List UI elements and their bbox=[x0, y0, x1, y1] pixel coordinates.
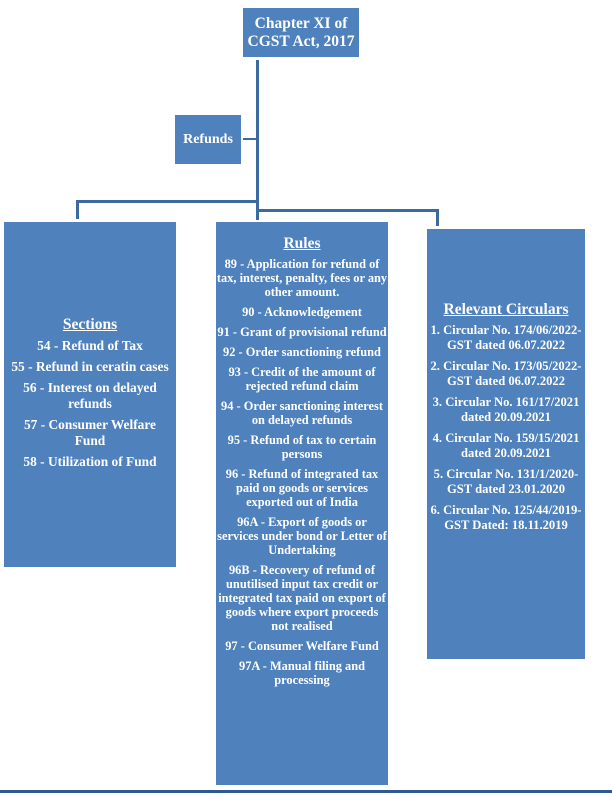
circulars-heading: Relevant Circulars bbox=[443, 300, 569, 318]
connector-trunk bbox=[256, 60, 259, 220]
circular-item: 3. Circular No. 161/17/2021 dated 20.09.… bbox=[432, 394, 580, 424]
connector-right-drop bbox=[436, 209, 439, 226]
circular-item: 1. Circular No. 174/06/2022-GST dated 06… bbox=[430, 322, 582, 352]
connector-refunds bbox=[243, 138, 257, 140]
rule-item: 91 - Grant of provisional refund bbox=[217, 325, 387, 339]
rule-item: 97 - Consumer Welfare Fund bbox=[225, 639, 379, 653]
rule-item: 90 - Acknowledgement bbox=[242, 305, 362, 319]
refunds-node: Refunds bbox=[175, 115, 241, 164]
refunds-title: Refunds bbox=[183, 131, 233, 147]
rule-item: 96A - Export of goods or services under … bbox=[217, 515, 387, 557]
section-item: 56 - Interest on delayed refunds bbox=[23, 379, 157, 411]
sections-heading: Sections bbox=[62, 315, 118, 333]
circular-item: 2. Circular No. 173/05/2022-GST dated 06… bbox=[430, 358, 582, 388]
section-item: 54 - Refund of Tax bbox=[37, 337, 143, 353]
rule-item: 96 - Refund of integrated tax paid on go… bbox=[225, 467, 379, 509]
circular-item: 6. Circular No. 125/44/2019-GST Dated: 1… bbox=[430, 502, 582, 532]
section-item: 57 - Consumer Welfare Fund bbox=[23, 416, 157, 448]
rules-heading: Rules bbox=[283, 235, 321, 252]
circular-item: 5. Circular No. 131/1/2020-GST dated 23.… bbox=[433, 466, 579, 496]
bottom-divider bbox=[0, 790, 612, 793]
rule-item: 93 - Credit of the amount of rejected re… bbox=[228, 365, 376, 393]
chapter-node: Chapter XI of CGST Act, 2017 bbox=[243, 8, 359, 57]
chapter-title: Chapter XI of CGST Act, 2017 bbox=[247, 14, 355, 50]
rule-item: 95 - Refund of tax to certain persons bbox=[227, 433, 377, 461]
sections-node: Sections 54 - Refund of Tax 55 - Refund … bbox=[4, 222, 176, 567]
connector-right-horizontal bbox=[258, 209, 439, 212]
connector-left-horizontal bbox=[76, 200, 258, 203]
connector-left-drop bbox=[76, 200, 79, 219]
rules-node: Rules 89 - Application for refund of tax… bbox=[216, 222, 388, 785]
circular-item: 4. Circular No. 159/15/2021 dated 20.09.… bbox=[432, 430, 580, 460]
section-item: 58 - Utilization of Fund bbox=[23, 453, 157, 469]
rule-item: 97A - Manual filing and processing bbox=[239, 659, 365, 687]
rule-item: 94 - Order sanctioning interest on delay… bbox=[221, 399, 383, 427]
section-item: 55 - Refund in ceratin cases bbox=[11, 358, 169, 374]
rule-item: 96B - Recovery of refund of unutilised i… bbox=[218, 563, 386, 633]
rule-item: 92 - Order sanctioning refund bbox=[223, 345, 381, 359]
circulars-node: Relevant Circulars 1. Circular No. 174/0… bbox=[427, 229, 585, 659]
rule-item: 89 - Application for refund of tax, inte… bbox=[216, 257, 388, 299]
